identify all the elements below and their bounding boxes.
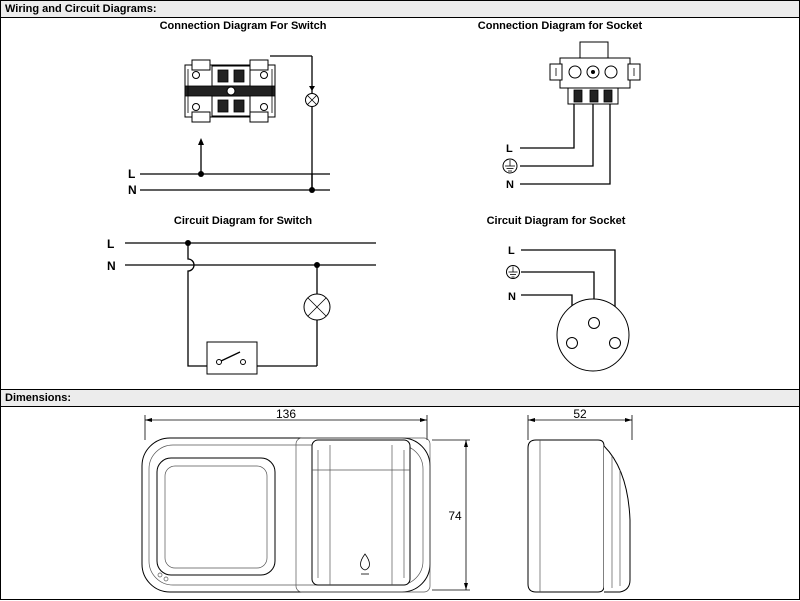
earth-ground-icon: [502, 158, 518, 174]
circuit-socket-neutral-label: N: [508, 291, 516, 303]
enclosure-side-drawing: [527, 439, 631, 593]
connection-socket-title: Connection Diagram for Socket: [478, 20, 643, 32]
earth-ground-icon: [506, 265, 520, 279]
wiring-section-header: Wiring and Circuit Diagrams:: [0, 0, 800, 18]
switch-contact-icon: [206, 341, 258, 375]
enclosure-front-drawing: [141, 437, 431, 593]
connection-switch-title: Connection Diagram For Switch: [160, 20, 327, 32]
circuit-switch-title: Circuit Diagram for Switch: [174, 215, 312, 227]
socket-neutral-label: N: [506, 179, 514, 191]
arrow-down-icon: [309, 86, 315, 91]
switch-line-label: L: [128, 167, 135, 181]
circuit-diagram-socket: Circuit Diagram for Socket L N: [487, 215, 630, 372]
dimensions-front-view: 136 74: [141, 407, 470, 593]
circuit-switch-line-label: L: [107, 237, 114, 251]
circuit-socket-line-label: L: [508, 245, 515, 257]
dimensions-section-title: Dimensions:: [5, 392, 72, 404]
circuit-socket-title: Circuit Diagram for Socket: [487, 215, 626, 227]
switch-mechanism-drawing: [184, 59, 276, 123]
connection-diagram-socket: Connection Diagram for Socket: [478, 20, 643, 191]
circuit-diagram-switch: Circuit Diagram for Switch L N: [107, 215, 376, 375]
lamp-icon: [305, 93, 319, 107]
depth-dimension-label: 52: [573, 407, 587, 421]
dimensions-side-view: 52: [527, 407, 633, 593]
lamp-icon: [303, 293, 331, 321]
socket-face-icon: [556, 298, 630, 372]
drop-symbol-icon: [360, 553, 370, 575]
socket-line-label: L: [506, 143, 513, 155]
dimensions-section-header: Dimensions:: [0, 389, 800, 407]
wiring-section-title: Wiring and Circuit Diagrams:: [5, 3, 157, 15]
arrow-up-icon: [198, 138, 204, 145]
switch-neutral-label: N: [128, 183, 137, 197]
height-dimension-label: 74: [448, 509, 462, 523]
width-dimension-label: 136: [276, 407, 296, 421]
socket-mechanism-drawing: [549, 41, 641, 105]
connection-diagram-switch: Connection Diagram For Switch: [128, 20, 330, 197]
circuit-switch-neutral-label: N: [107, 259, 116, 273]
